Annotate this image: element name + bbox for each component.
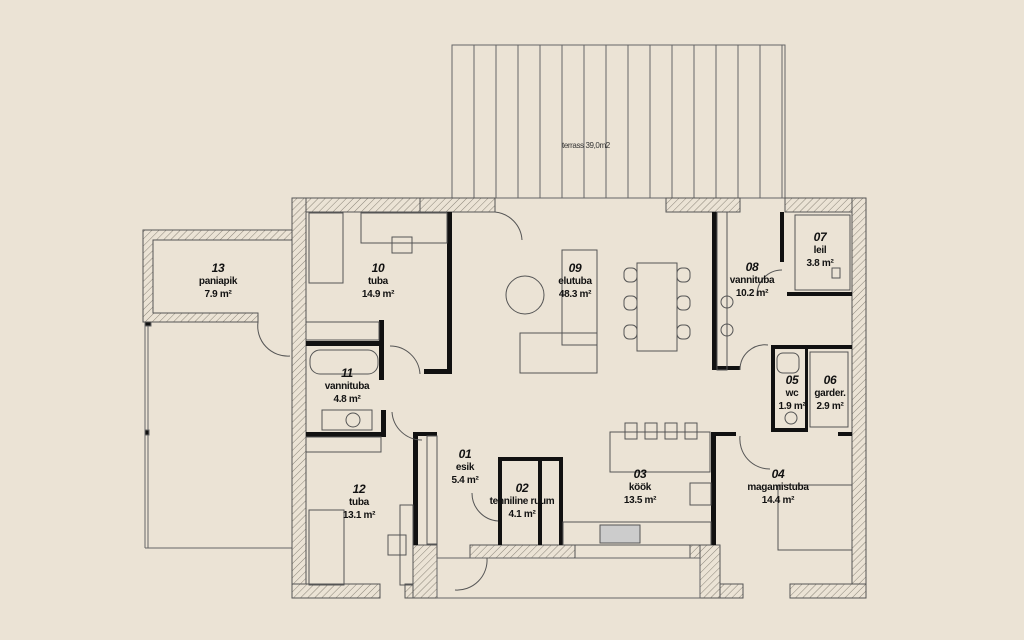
room-name: wc xyxy=(785,388,799,399)
room-area: 13.5 m² xyxy=(623,495,657,506)
room-area: 4.8 m² xyxy=(333,394,361,405)
room-name: tehniline ruum xyxy=(489,496,555,507)
room-area: 14.9 m² xyxy=(361,289,395,300)
terrace xyxy=(451,44,786,199)
room-name: tuba xyxy=(368,276,388,287)
room-number: 02 xyxy=(515,481,529,495)
desk-room-12 xyxy=(399,504,414,586)
room-number: 03 xyxy=(633,467,647,481)
bed-room-12 xyxy=(308,509,345,586)
bed-room-10 xyxy=(308,212,344,284)
wardrobe-room-12 xyxy=(305,436,382,453)
room-area: 10.2 m² xyxy=(735,288,769,299)
room-name: elutuba xyxy=(558,276,592,287)
room-number: 11 xyxy=(341,366,353,380)
kitchen-counter xyxy=(562,521,712,546)
room-name: vannituba xyxy=(729,275,775,286)
room-number: 04 xyxy=(771,467,785,481)
outer-walls xyxy=(291,197,867,599)
room-number: 10 xyxy=(371,261,385,275)
bar-stools xyxy=(624,422,698,440)
room-name: tuba xyxy=(349,497,369,508)
bed-room-04 xyxy=(777,484,853,551)
room-number: 07 xyxy=(813,230,827,244)
carport xyxy=(144,321,292,549)
room-area: 1.9 m² xyxy=(778,401,806,412)
entrance-porch xyxy=(436,557,701,599)
room-area: 7.9 m² xyxy=(204,289,232,300)
kitchen-island xyxy=(609,431,711,473)
sauna-bench xyxy=(794,214,851,291)
terrace-label: terrass 39,0m2 xyxy=(562,141,610,150)
room-name: garder. xyxy=(814,388,846,399)
room-number: 01 xyxy=(458,447,472,461)
sink xyxy=(599,524,641,544)
sofa-corner xyxy=(519,332,598,374)
dining-chairs xyxy=(623,267,691,340)
room-area: 2.9 m² xyxy=(816,401,844,412)
room-number: 12 xyxy=(352,482,366,496)
room-number: 08 xyxy=(745,260,759,274)
room-name: leil xyxy=(813,245,827,256)
interior-walls xyxy=(306,212,852,545)
room-area: 14.4 m² xyxy=(761,495,795,506)
desk-room-10 xyxy=(360,212,448,244)
room-name: magamistuba xyxy=(747,482,809,493)
bathtub xyxy=(309,349,379,375)
stove xyxy=(689,482,712,506)
chair-room-10 xyxy=(391,236,413,254)
room-area: 4.1 m² xyxy=(508,509,536,520)
wardrobe-06 xyxy=(809,351,849,428)
bath-counter-08 xyxy=(716,211,728,371)
room-name: vannituba xyxy=(324,381,370,392)
wardrobe-room-10 xyxy=(305,321,380,341)
wc-sink xyxy=(784,411,798,425)
room-number: 13 xyxy=(211,261,225,275)
room-area: 5.4 m² xyxy=(451,475,479,486)
sofa xyxy=(561,249,598,346)
dining-table xyxy=(636,262,678,352)
room-area: 3.8 m² xyxy=(806,258,834,269)
wardrobe-entry xyxy=(426,435,438,545)
chair-room-12 xyxy=(387,534,407,556)
furniture xyxy=(305,211,853,586)
room-number: 05 xyxy=(785,373,799,387)
toilet xyxy=(776,352,800,374)
round-table xyxy=(505,275,545,315)
shower xyxy=(831,267,841,279)
room-number: 06 xyxy=(823,373,837,387)
room-name: esik xyxy=(455,462,475,473)
room-area: 48.3 m² xyxy=(558,289,592,300)
room-name: paniapik xyxy=(198,276,238,287)
door-swings xyxy=(257,211,783,591)
washbasin-room-11 xyxy=(321,409,373,431)
room-area: 13.1 m² xyxy=(342,510,376,521)
room-number: 09 xyxy=(568,261,582,275)
room-name: köök xyxy=(628,482,652,493)
